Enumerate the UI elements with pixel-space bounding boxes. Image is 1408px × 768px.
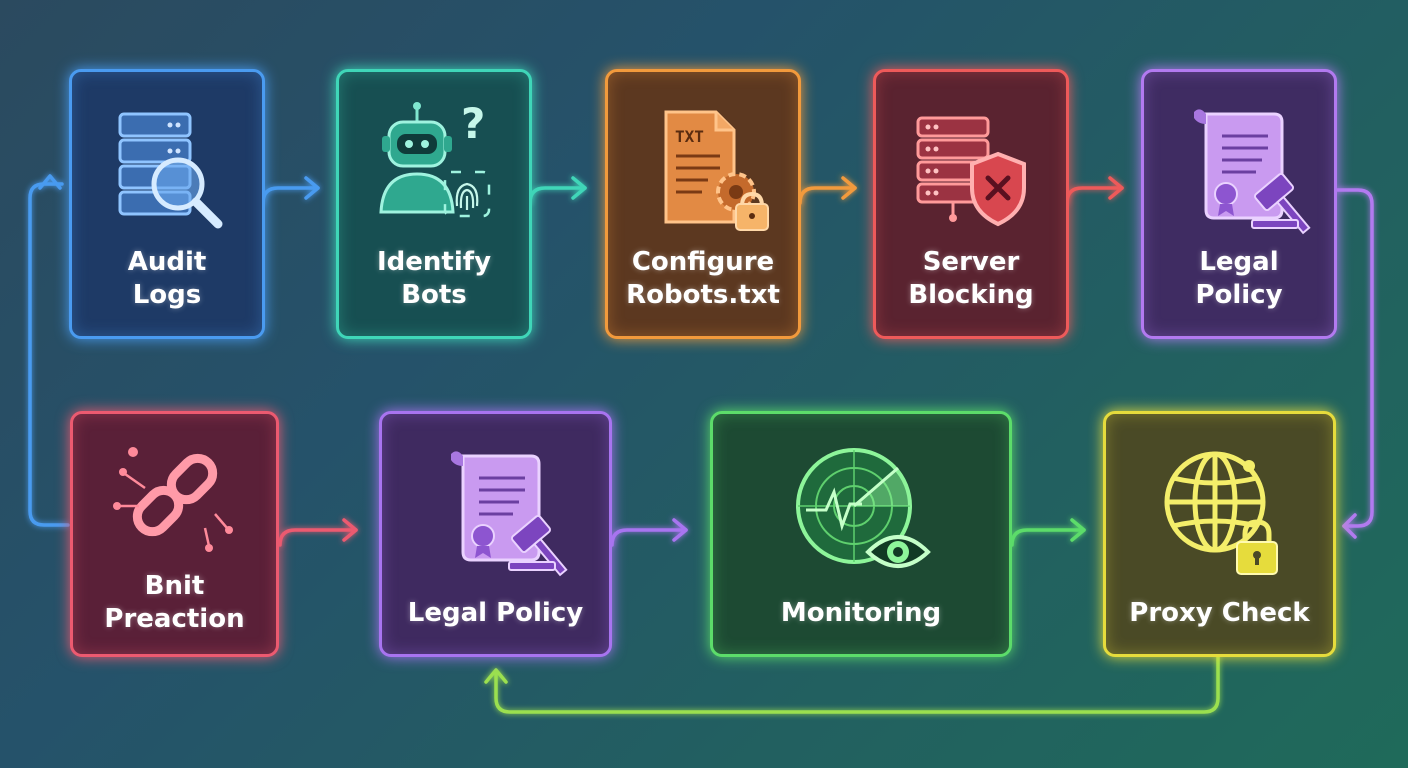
connector-bnit-to-audit: [28, 174, 70, 527]
node-server-blocking: Server Blocking: [873, 69, 1069, 339]
robot-fingerprint-icon: ?: [379, 99, 491, 218]
node-label: Bnit Preaction: [104, 571, 245, 634]
node-configure-robots: TXT Configure Robots.txt: [605, 69, 801, 339]
node-label: Monitoring: [780, 598, 942, 628]
node-label: Legal Policy: [407, 598, 584, 628]
server-shield-icon: [916, 116, 1026, 227]
txt-file-lock-icon: TXT: [664, 110, 769, 231]
connector-proxy-to-monitoring: [1010, 518, 1086, 547]
node-label: Identify Bots: [376, 247, 492, 310]
legal-document-gavel-icon: [450, 451, 568, 577]
node-label: Proxy Check: [1129, 598, 1310, 628]
broken-chain-icon: [112, 447, 233, 552]
svg-text:?: ?: [461, 99, 485, 148]
node-label: Audit Logs: [127, 247, 207, 310]
node-legal-policy-bottom: Legal Policy: [379, 411, 612, 657]
connector-configure-to-server: [798, 176, 857, 205]
node-label: Legal Policy: [1195, 247, 1283, 310]
globe-lock-icon: [1164, 451, 1278, 575]
node-proxy-check: Proxy Check: [1103, 411, 1336, 657]
connector-legal1-to-proxy: [1335, 188, 1374, 539]
legal-document-gavel-icon: [1194, 109, 1311, 235]
svg-text:TXT: TXT: [675, 127, 704, 146]
node-label: Server Blocking: [908, 247, 1034, 310]
node-label: Configure Robots.txt: [626, 247, 780, 310]
connector-identify-to-configure: [528, 176, 587, 205]
connector-server-to-legal1: [1065, 176, 1124, 205]
connector-monitoring-to-legal2: [610, 518, 688, 547]
node-bnit-preaction: Bnit Preaction: [70, 411, 279, 657]
connector-proxy-to-legal2: [484, 654, 1220, 714]
connector-legal2-to-bnit: [278, 518, 358, 547]
radar-eye-icon: [796, 448, 931, 568]
node-legal-policy-top: Legal Policy: [1141, 69, 1337, 339]
connector-audit-to-identify: [261, 176, 320, 205]
node-monitoring: Monitoring: [710, 411, 1012, 657]
node-audit-logs: Audit Logs: [69, 69, 265, 339]
server-search-icon: [118, 112, 223, 229]
node-identify-bots: ? Identify Bots: [336, 69, 532, 339]
